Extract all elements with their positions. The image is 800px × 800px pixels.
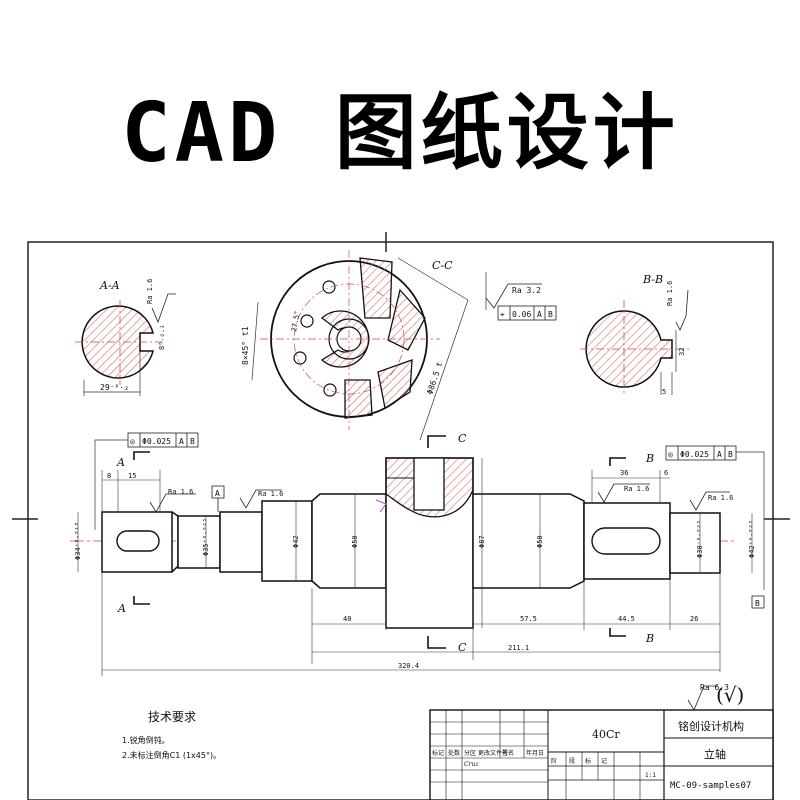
svg-text:◎: ◎ [130,437,135,446]
cc-roughness: Ra 3.2 [512,286,541,295]
section-bb: B-B 32 5 Ra 1.6 [580,273,690,396]
svg-text:B: B [548,310,553,319]
company-name: 铭创设计机构 [678,719,744,733]
cc-inner-dim: 27.5° [290,310,302,332]
section-aa-profile [81,305,154,379]
dim-top-15: 15 [128,472,136,480]
title-block: 标记 处数 分区 更改文件号 签名 年月日 Cruz 阶 段 标 记 1:1 4… [429,709,774,800]
shaft-main-view: Φ34⁺⁰·⁰¹⁸ Φ35⁺⁰·⁰²⁵ Φ42 Φ50 Φ87 Φ50 Φ30⁻… [70,432,765,711]
cc-segments [320,257,426,419]
dim-len-211: 211.1 [508,644,529,652]
svg-text:分区: 分区 [464,749,476,757]
section-cc-label: C-C [432,259,453,272]
svg-text:阶: 阶 [551,757,557,765]
dim-d-35: Φ35⁺⁰·⁰²⁵ [202,518,210,556]
svg-text:标记: 标记 [432,749,444,757]
dim-len-40: 40 [343,615,351,623]
dim-d-30: Φ30⁻⁰·⁰²⁵ [696,520,704,558]
dim-top-8: 8 [107,472,111,480]
cc-bolt-holes [293,280,337,397]
shaft-roughness-3: Ra 1.6 [624,485,649,493]
datum-b: B [755,599,760,608]
svg-text:B: B [190,437,195,446]
bb-small-dim: 5 [662,388,666,396]
title-banner: CAD 图纸设计 [0,0,800,230]
dim-d-right: Φ42⁺⁰·⁰²⁵ [748,520,756,558]
bb-depth-dim: 32 [678,348,686,356]
dim-len-57: 57.5 [520,615,537,623]
svg-text:A: A [179,437,184,446]
svg-text:⌖: ⌖ [500,310,505,319]
cut-a-bottom: A [117,602,126,615]
dim-d-87: Φ87 [478,535,486,548]
notes-line-1: 1.锐角倒钝。 [122,735,170,745]
cc-tolerance-frame: ⌖ 0.06 A B [497,305,557,321]
aa-width-dim: 29⁻⁰·₂ [100,383,129,392]
shaft-roughness-1: Ra 1.6 [168,488,193,496]
svg-text:A: A [537,310,542,319]
cut-a-top: A [116,456,125,469]
right-keyslot [591,527,661,555]
cc-angle-dim: 8×45° t1 [241,326,250,365]
datum-b-box [751,595,765,609]
svg-text:处数: 处数 [448,749,460,757]
dim-d-50b: Φ50 [536,535,544,548]
shaft-roughness-2: Ra 1.6 [258,490,283,498]
drawing-number: MC-09-samples07 [670,781,751,791]
cut-b-bottom: B [645,632,654,645]
right-tolerance-frame: ◎ Φ0.025 A B [665,445,765,590]
dim-len-44: 44.5 [618,615,635,623]
svg-text:B: B [728,450,733,459]
left-tolerance-frame: ◎ Φ0.025 A B [94,432,199,530]
general-roughness-symbol: (√) [716,683,744,707]
left-keyslot [116,530,160,552]
dim-d-50a: Φ50 [351,535,359,548]
general-roughness: Ra 6.3 [700,683,729,692]
svg-text:记: 记 [601,758,607,765]
scale-value: 1:1 [645,772,656,779]
svg-text:◎: ◎ [668,450,673,459]
svg-text:Φ0.025: Φ0.025 [142,437,171,446]
dim-len-total: 320.4 [398,662,419,670]
svg-text:段: 段 [569,757,575,765]
notes-heading: 技术要求 [148,710,196,724]
cut-c-top: C [458,432,467,445]
part-name: 立轴 [704,747,726,761]
dim-top-36: 36 [620,469,628,477]
aa-depth-dim: 8⁰₋₀.₃ [158,325,166,350]
banner-title: CAD 图纸设计 [121,85,679,181]
svg-text:A: A [717,450,722,459]
svg-text:Φ0.025: Φ0.025 [680,450,709,459]
svg-text:0.06: 0.06 [512,310,531,319]
svg-text:年月日: 年月日 [526,749,544,757]
section-cc: C-C Φ86.5 t 8×45° t1 27.5° Ra 3 [241,250,557,441]
drawing-frame [12,232,790,800]
dim-len-26: 26 [690,615,698,623]
notes-line-2: 2.未标注倒角C1 (1x45°)。 [122,750,221,760]
designer-name: Cruz [464,761,479,768]
section-bb-label: B-B [642,273,663,286]
dim-top-6: 6 [664,469,668,477]
cut-c-bottom: C [458,641,467,654]
cut-b-top: B [645,452,654,465]
section-aa-label: A-A [99,279,120,292]
aa-roughness: Ra 1.6 [146,279,154,304]
datum-a: A [215,489,220,498]
svg-text:标: 标 [585,757,591,765]
technical-notes: 技术要求 1.锐角倒钝。 2.未标注倒角C1 (1x45°)。 [122,710,221,760]
dim-d-left: Φ34⁺⁰·⁰¹⁸ [74,522,82,560]
section-aa: A-A 29⁻⁰·₂ 8⁰₋₀.₃ Ra 1.6 [75,279,176,396]
bb-roughness: Ra 1.6 [666,281,674,306]
svg-text:签名: 签名 [502,749,514,757]
svg-text:更改文件号: 更改文件号 [478,749,508,757]
material: 40Cr [592,728,620,741]
dim-d-42: Φ42 [292,535,300,548]
shaft-roughness-4: Ra 1.6 [708,494,733,502]
